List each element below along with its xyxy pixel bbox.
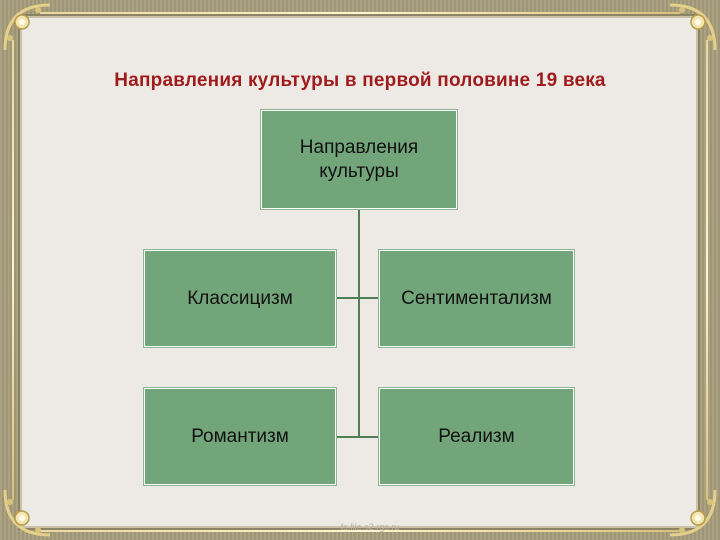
root-node-label: Направления культуры [284,136,434,184]
node-sentimentalism: Сентиментализм [380,251,573,346]
connector-row-1 [336,297,380,299]
corner-ornament-top-left [0,0,60,60]
frame-top-ornament [40,12,680,14]
slide-title: Направления культуры в первой половине 1… [0,70,720,92]
root-node: Направления культуры [262,111,456,208]
node-romanticism: Романтизм [145,389,335,484]
corner-ornament-bottom-left [0,480,60,540]
frame-right-ornament [706,40,708,500]
node-label: Классицизм [187,287,293,311]
node-label: Сентиментализм [401,287,552,311]
corner-ornament-top-right [660,0,720,60]
node-label: Реализм [438,425,514,449]
corner-ornament-bottom-right [660,480,720,540]
node-classicism: Классицизм [145,251,335,346]
watermark: fs.file.s2.rgs.ru [300,522,440,532]
connector-vertical [358,209,360,438]
connector-row-2 [336,436,380,438]
node-label: Романтизм [191,425,289,449]
node-realism: Реализм [380,389,573,484]
frame-left-ornament [12,40,14,500]
